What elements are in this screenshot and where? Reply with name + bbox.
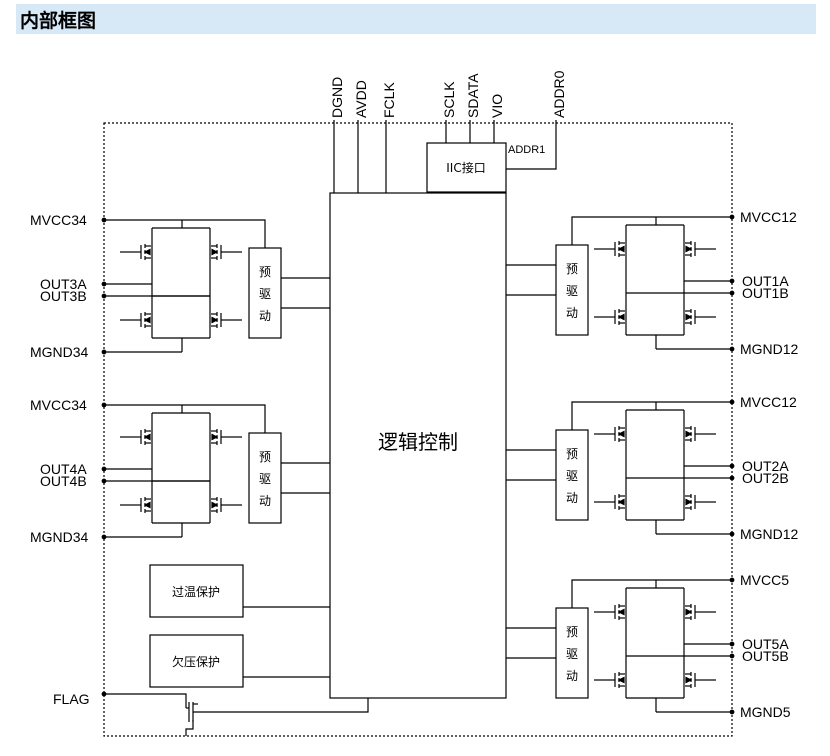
- pin-vcc-right: MVCC12: [740, 394, 797, 410]
- over-temp-block: [149, 564, 244, 618]
- pin-vcc-right: MVCC5: [740, 572, 789, 588]
- predriver-char: 动: [259, 309, 271, 323]
- pin-gnd-right: MGND5: [740, 704, 791, 720]
- pin-vio: VIO: [489, 94, 505, 118]
- over-temp-label: 过温保护: [172, 585, 220, 599]
- predriver-char: 驱: [566, 469, 578, 483]
- under-voltage-block: [149, 634, 244, 688]
- predriver-block: [248, 432, 282, 524]
- predriver-char: 预: [566, 262, 578, 276]
- pin-out-b-right: OUT2B: [742, 470, 789, 486]
- pin-out-a-left: OUT4A: [40, 461, 87, 477]
- top-pins: DGND AVDD FCLK SCLK SDATA VIO ADDR0 ADDR…: [329, 70, 567, 193]
- predriver-char: 预: [259, 265, 271, 279]
- right-bridges: MVCC12OUT1AOUT1BMGND12预驱动MVCC12OUT2AOUT2…: [506, 209, 799, 720]
- predriver-block: [555, 607, 589, 699]
- iic-block: [426, 142, 507, 193]
- pin-dgnd: DGND: [329, 77, 345, 118]
- under-voltage-label: 欠压保护: [172, 654, 220, 669]
- predriver-char: 预: [259, 450, 271, 464]
- flag-output: FLAG: [53, 691, 369, 736]
- predriver-block: [555, 244, 589, 336]
- predriver-char: 驱: [259, 287, 271, 301]
- logic-label: 逻辑控制: [378, 430, 458, 454]
- pin-addr0: ADDR0: [551, 70, 567, 118]
- pin-avdd: AVDD: [353, 80, 369, 118]
- predriver-block: [555, 429, 589, 521]
- pin-out-b-right: OUT5B: [742, 648, 789, 664]
- pin-sclk: SCLK: [441, 81, 457, 118]
- pin-gnd-right: MGND12: [740, 526, 799, 542]
- pin-out-a-right: OUT5A: [742, 636, 789, 652]
- predriver-block: [248, 247, 282, 339]
- pin-gnd-left: MGND34: [30, 344, 89, 360]
- pin-flag: FLAG: [53, 691, 90, 707]
- predriver-char: 驱: [566, 284, 578, 298]
- pin-sdata: SDATA: [465, 73, 481, 118]
- pin-gnd-right: MGND12: [740, 341, 799, 357]
- predriver-char: 预: [566, 447, 578, 461]
- predriver-char: 驱: [259, 472, 271, 486]
- left-bridges: MVCC34OUT3AOUT3BMGND34预驱动MVCC34OUT4AOUT4…: [30, 212, 330, 545]
- pin-out-a-right: OUT2A: [742, 458, 789, 474]
- pin-vcc-left: MVCC34: [30, 397, 87, 413]
- pin-out-a-left: OUT3A: [40, 276, 87, 292]
- pin-gnd-left: MGND34: [30, 529, 89, 545]
- pin-out-b-left: OUT4B: [40, 473, 87, 489]
- pin-out-b-right: OUT1B: [742, 285, 789, 301]
- predriver-char: 动: [566, 669, 578, 683]
- pin-fclk: FCLK: [381, 82, 397, 118]
- predriver-char: 驱: [566, 647, 578, 661]
- title-bar: [16, 4, 816, 34]
- pin-vcc-right: MVCC12: [740, 209, 797, 225]
- chip-boundary: [103, 122, 733, 737]
- pin-out-a-right: OUT1A: [742, 273, 789, 289]
- iic-label: IIC接口: [446, 160, 485, 175]
- pin-out-b-left: OUT3B: [40, 288, 87, 304]
- pin-vcc-left: MVCC34: [30, 212, 87, 228]
- page-title: 内部框图: [20, 10, 97, 32]
- predriver-char: 动: [566, 306, 578, 320]
- predriver-char: 动: [259, 494, 271, 508]
- logic-block: [329, 192, 507, 699]
- predriver-char: 预: [566, 625, 578, 639]
- predriver-char: 动: [566, 491, 578, 505]
- addr1-label: ADDR1: [508, 144, 545, 156]
